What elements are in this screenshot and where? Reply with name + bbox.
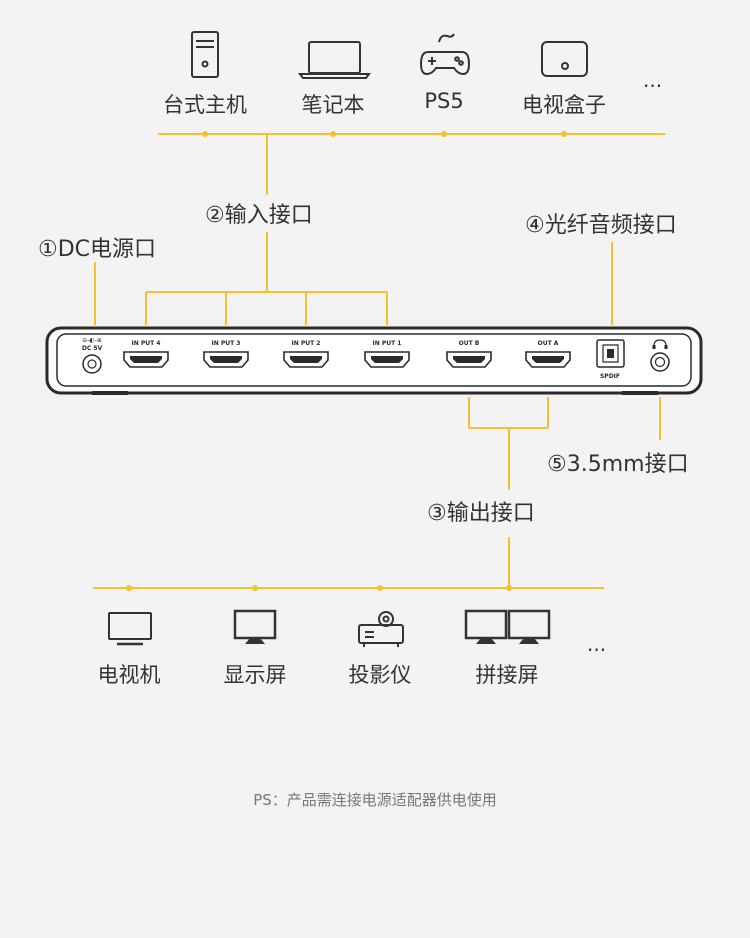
gamepad-icon xyxy=(419,33,471,76)
hdmi-port: IN PUT 4 xyxy=(123,340,169,368)
spdif-port: SPDIF xyxy=(596,339,625,380)
hdmi-port-label: OUT A xyxy=(538,340,559,347)
source-more: ... xyxy=(643,68,663,92)
hdmi-port: IN PUT 1 xyxy=(364,340,410,368)
output-label-tv: 电视机 xyxy=(97,663,161,687)
source-bus-dots xyxy=(202,131,567,137)
source-label-tv-box: 电视盒子 xyxy=(522,93,606,117)
hdmi-port-label: IN PUT 3 xyxy=(212,340,241,347)
power-note: PS：产品需连接电源适配器供电使用 xyxy=(253,791,497,809)
monitor-icon xyxy=(233,609,277,644)
hdmi-port-label: IN PUT 2 xyxy=(292,340,321,347)
hdmi-port: OUT A xyxy=(525,340,571,368)
hdmi-port: IN PUT 3 xyxy=(203,340,249,368)
video-wall-icon xyxy=(464,609,551,644)
source-label-ps5: PS5 xyxy=(424,89,464,113)
port-label-dc: ①DC电源口 xyxy=(38,237,157,262)
laptop-icon xyxy=(298,41,371,79)
port-label-input: ②输入接口 xyxy=(205,203,313,228)
source-label-desktop: 台式主机 xyxy=(163,93,247,117)
output-label-monitor: 显示屏 xyxy=(223,663,287,687)
svg-text:⊖-◐-⊕: ⊖-◐-⊕ xyxy=(82,337,102,344)
headphone-icon xyxy=(653,339,667,347)
hdmi-port-label: IN PUT 1 xyxy=(373,340,402,347)
source-label-laptop: 笔记本 xyxy=(301,93,365,117)
dc-port-label: DC 5V xyxy=(82,345,103,352)
port-label-optical: ④光纤音频接口 xyxy=(525,213,677,238)
hdmi-port-label: IN PUT 4 xyxy=(132,340,161,347)
output-label-video-wall: 拼接屏 xyxy=(475,663,539,687)
hdmi-port: OUT B xyxy=(446,340,492,368)
tv-icon xyxy=(108,612,152,646)
output-more: ... xyxy=(587,632,607,656)
hdmi-port: IN PUT 2 xyxy=(283,340,329,368)
spdif-label: SPDIF xyxy=(600,373,620,380)
hdmi-port-group: IN PUT 4 IN PUT 3 IN PUT 2 IN PUT 1 OUT B OUT… xyxy=(123,340,571,368)
projector-icon xyxy=(358,611,404,647)
tv-box-icon xyxy=(541,41,588,77)
output-bus-dots xyxy=(126,585,512,591)
port-label-jack: ⑤3.5mm接口 xyxy=(547,452,689,477)
desktop-tower-icon xyxy=(191,31,219,78)
output-bus xyxy=(93,397,661,589)
output-label-projector: 投影仪 xyxy=(348,663,412,687)
source-bus xyxy=(94,133,665,325)
port-label-output: ③输出接口 xyxy=(427,501,535,526)
dc-port: ⊖-◐-⊕ DC 5V xyxy=(82,337,103,374)
audio-jack-port xyxy=(650,339,670,372)
hdmi-port-label: OUT B xyxy=(459,340,480,347)
